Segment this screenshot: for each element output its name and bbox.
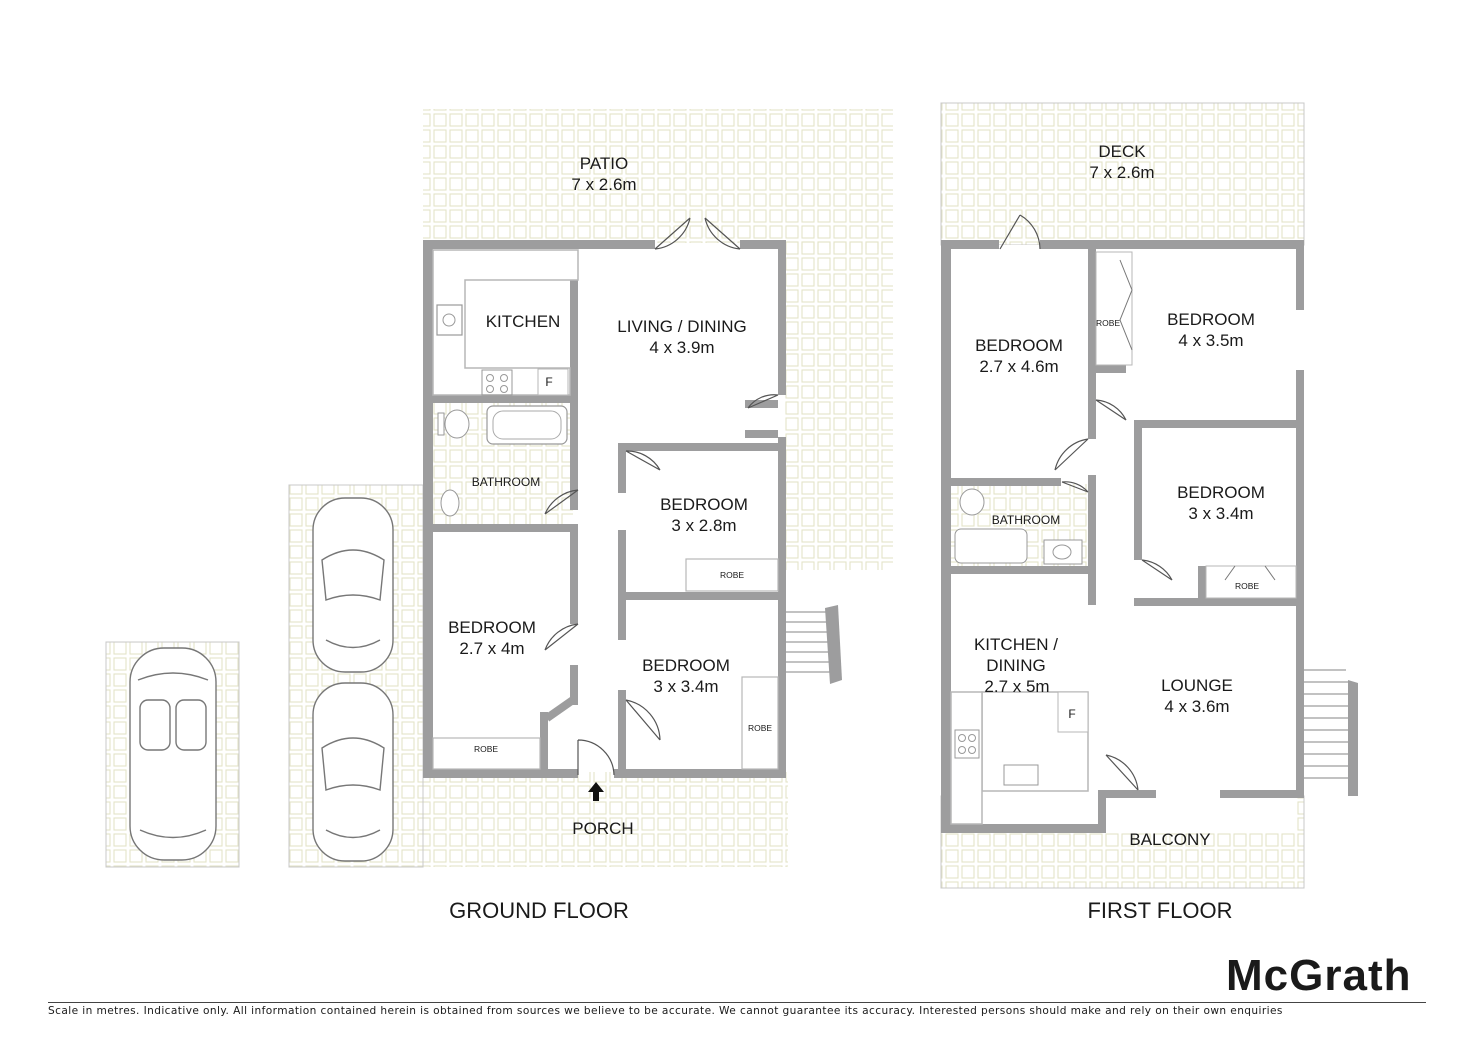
room-name-balcony: BALCONY (1129, 830, 1210, 849)
robe-label: ROBE (748, 723, 772, 733)
robe-label: ROBE (1096, 318, 1120, 328)
room-name-deck: DECK (1098, 142, 1146, 161)
entry-arrow-icon (588, 782, 604, 801)
ground-floor-caption: GROUND FLOOR (449, 898, 629, 923)
room-name-bathroom: BATHROOM (472, 475, 540, 489)
room-name-porch: PORCH (572, 819, 633, 838)
room-name-kitchen-dining-1: KITCHEN / (974, 635, 1058, 654)
room-size-living-dining: 4 x 3.9m (649, 338, 714, 357)
robe-label: ROBE (720, 570, 744, 580)
first-walls (941, 240, 1304, 833)
room-size-bedroom-1: 3 x 2.8m (671, 516, 736, 535)
first-floor-caption: FIRST FLOOR (1087, 898, 1232, 923)
room-name-lounge: LOUNGE (1161, 676, 1233, 695)
room-name-bedroom-2: BEDROOM (448, 618, 536, 637)
room-size-bedroom-2: 2.7 x 4m (459, 639, 524, 658)
room-size-bedroom-6: 3 x 3.4m (1188, 504, 1253, 523)
mcgrath-logo: McGrath (1226, 951, 1411, 1000)
robe-label: ROBE (1235, 581, 1259, 591)
deck-area (941, 103, 1304, 245)
room-name-bedroom-6: BEDROOM (1177, 483, 1265, 502)
ground-floor: PATIO 7 x 2.6m KITCHEN LIVING / DINING 4… (105, 109, 893, 923)
room-name-bedroom-5: BEDROOM (1167, 310, 1255, 329)
ground-walls (423, 240, 786, 778)
first-floor: DECK 7 x 2.6m BEDROOM 2.7 x 4.6m BEDROOM… (940, 102, 1358, 923)
car-icon (312, 497, 394, 673)
room-name-upstairs-bathroom: BATHROOM (992, 513, 1060, 527)
car-icon (312, 682, 394, 862)
room-name-kitchen-dining-2: DINING (986, 656, 1046, 675)
room-name-patio: PATIO (580, 154, 629, 173)
footer-divider (48, 1002, 1426, 1003)
convertible-car-icon (129, 647, 217, 861)
room-size-deck: 7 x 2.6m (1089, 163, 1154, 182)
room-name-bedroom-3: BEDROOM (642, 656, 730, 675)
room-size-patio: 7 x 2.6m (571, 175, 636, 194)
patio-side-area (783, 240, 893, 570)
room-name-living-dining: LIVING / DINING (617, 317, 746, 336)
room-size-kitchen-dining: 2.7 x 5m (984, 677, 1049, 696)
porch-area (423, 772, 788, 867)
room-name-kitchen: KITCHEN (486, 312, 561, 331)
disclaimer-text: Scale in metres. Indicative only. All in… (48, 1005, 1283, 1017)
room-name-bedroom-4: BEDROOM (975, 336, 1063, 355)
room-name-bedroom-1: BEDROOM (660, 495, 748, 514)
room-size-bedroom-3: 3 x 3.4m (653, 677, 718, 696)
patio-area (423, 109, 893, 249)
fridge-label: F (545, 375, 552, 389)
fridge-label: F (1068, 707, 1075, 721)
robe-label: ROBE (474, 744, 498, 754)
ground-doors (544, 217, 779, 776)
room-size-lounge: 4 x 3.6m (1164, 697, 1229, 716)
room-size-bedroom-5: 4 x 3.5m (1178, 331, 1243, 350)
room-size-bedroom-4: 2.7 x 4.6m (979, 357, 1058, 376)
